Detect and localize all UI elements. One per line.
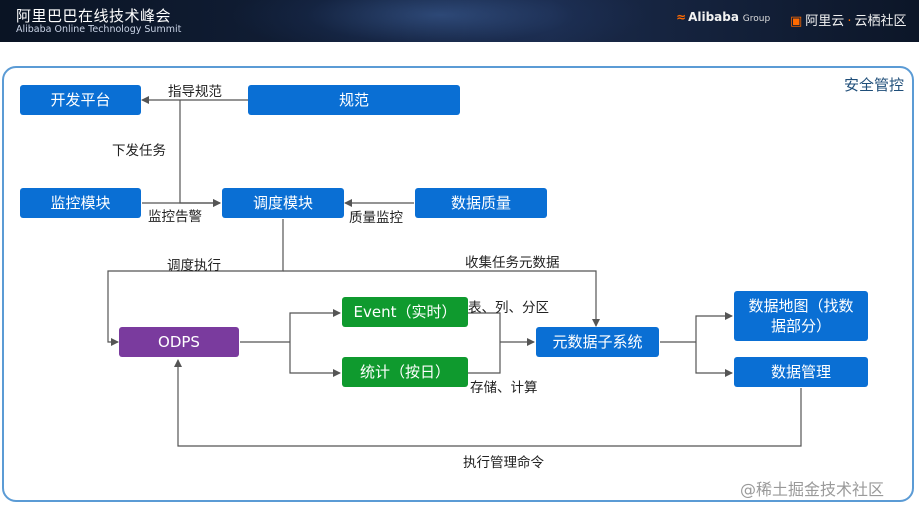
alibaba-logo-text: Alibaba (688, 10, 739, 24)
edge-shouji (283, 270, 600, 327)
edge-guanli-odps (174, 359, 802, 447)
alibaba-group-logo: ≈Alibaba Group (676, 10, 770, 24)
label-zhiliang-jiankong: 质量监控 (349, 210, 403, 226)
label-zhidao-guifan: 指导规范 (168, 84, 222, 100)
node-event: Event（实时） (342, 297, 468, 327)
summit-subtitle: Alibaba Online Technology Summit (16, 24, 182, 35)
node-diaodu-mokuai: 调度模块 (222, 188, 344, 218)
security-control-frame (2, 66, 914, 502)
section-label: 安全管控 (844, 76, 905, 94)
edge-tongji-meta (468, 342, 501, 374)
label-jiankong-gaojing: 监控告警 (148, 209, 202, 225)
edge-meta-guanli (695, 342, 733, 377)
watermark: @稀土掘金技术社区 (740, 480, 885, 499)
node-shuju-guanli: 数据管理 (734, 357, 868, 387)
label-zhixing-guanli-mingling: 执行管理命令 (463, 455, 544, 471)
label-cunchu-jisuan: 存储、计算 (470, 380, 538, 396)
edge-odps-tongji (289, 342, 341, 377)
alibaba-group-text: Group (742, 14, 771, 24)
node-tongji: 统计（按日） (342, 357, 468, 387)
aliyun-mark-icon: ▣ (790, 14, 803, 29)
edge-odps-event (289, 309, 341, 342)
alibaba-swirl-icon: ≈ (676, 10, 687, 24)
banner-glow (230, 0, 650, 42)
node-guifan: 规范 (248, 85, 460, 115)
label-diaodu-zhixing: 调度执行 (167, 258, 221, 274)
node-jiankong-mokuai: 监控模块 (20, 188, 141, 218)
edge-diaodu-odps (107, 219, 284, 346)
summit-title: 阿里巴巴在线技术峰会 (16, 7, 172, 25)
aliyun-logo-text: 阿里云 (805, 14, 845, 29)
community-logo-text: 云栖社区 (854, 14, 907, 29)
node-odps: ODPS (119, 327, 239, 357)
logo-separator: · (847, 14, 852, 29)
node-kaifa-pingtai: 开发平台 (20, 85, 141, 115)
node-shuju-zhiliang: 数据质量 (415, 188, 547, 218)
label-biao-lie-fenqu: 表、列、分区 (468, 300, 549, 316)
node-yuanshuju-zixitong: 元数据子系统 (536, 327, 659, 357)
label-xiafa-renwu: 下发任务 (112, 143, 166, 159)
label-shouji-renwu: 收集任务元数据 (465, 255, 560, 271)
edge-event-meta (468, 312, 501, 342)
header-banner: 阿里巴巴在线技术峰会 Alibaba Online Technology Sum… (0, 0, 919, 42)
aliyun-community-logo: ▣阿里云·云栖社区 (790, 10, 906, 29)
node-shuju-ditu: 数据地图（找数据部分） (734, 291, 868, 341)
edge-meta-ditu (695, 312, 733, 342)
edge-xiafa (179, 100, 221, 207)
